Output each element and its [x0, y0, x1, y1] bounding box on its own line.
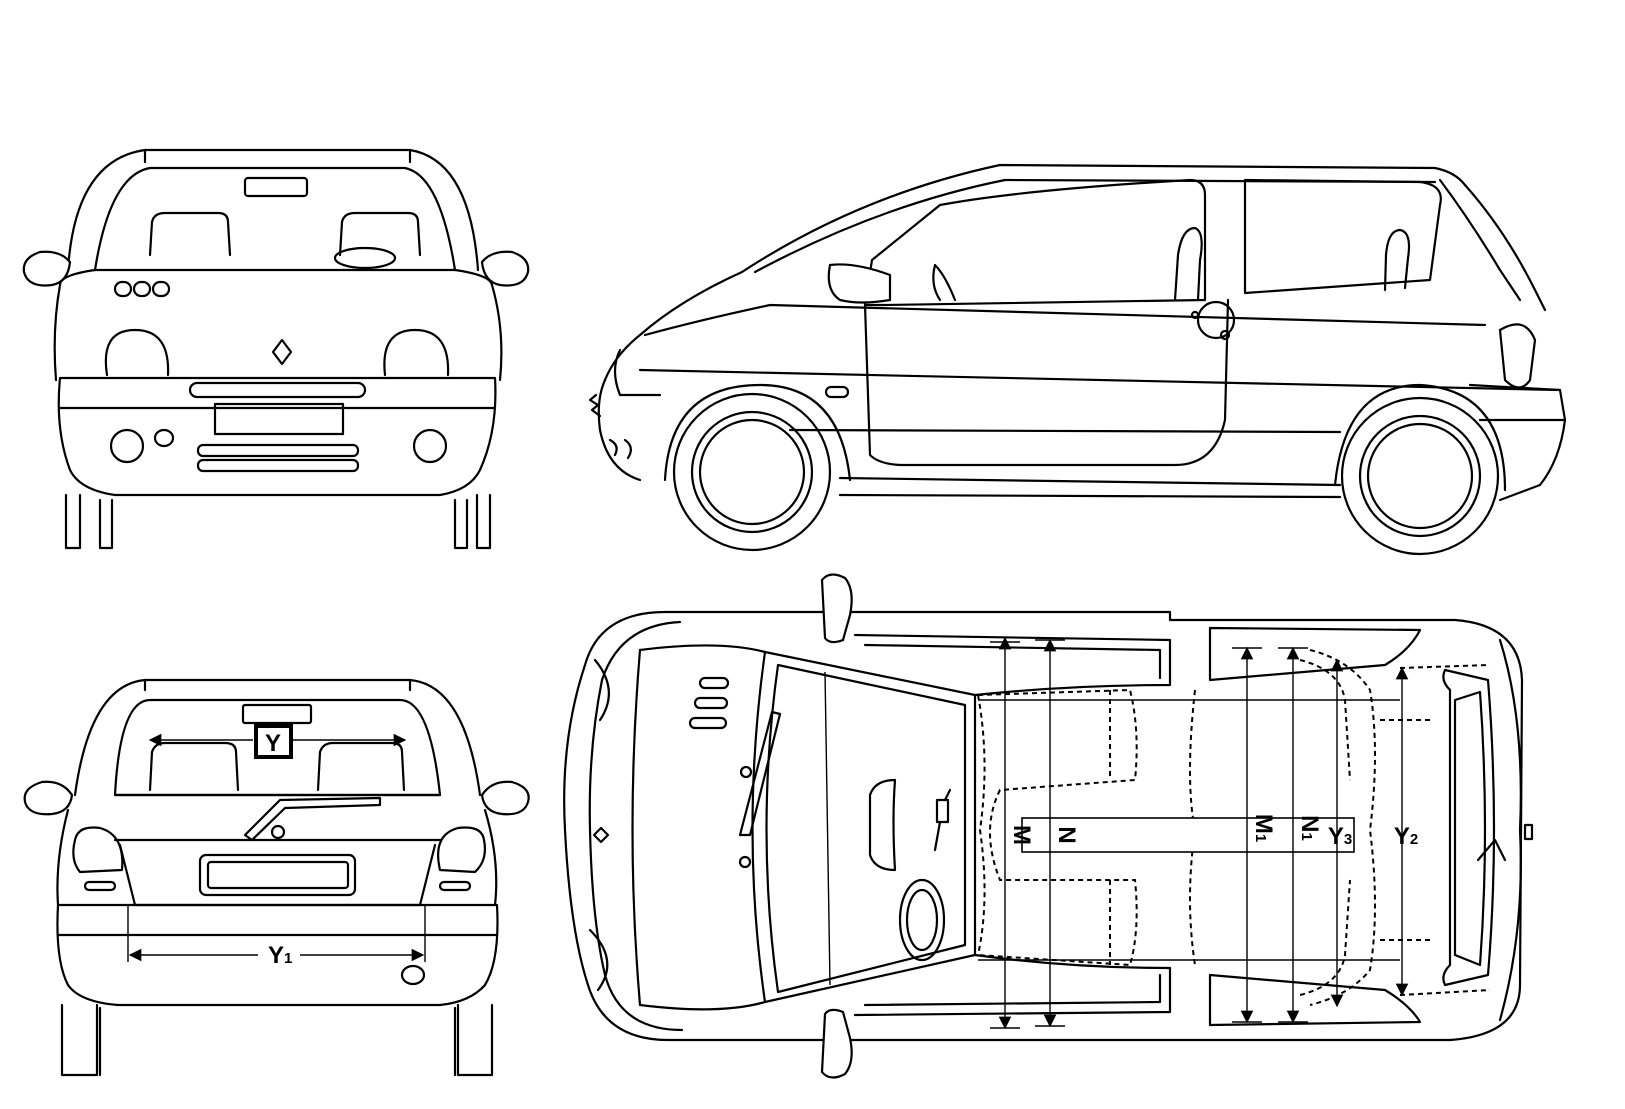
side-view: [588, 163, 1567, 556]
label-m: M: [1008, 825, 1035, 845]
front-view: [22, 148, 530, 550]
label-y3: Y3: [1328, 823, 1352, 850]
label-y2: Y2: [1394, 823, 1418, 850]
label-n: N: [1053, 826, 1080, 843]
label-n1: N1: [1296, 815, 1323, 841]
label-y: Y: [265, 730, 281, 757]
label-m1: M1: [1250, 814, 1277, 842]
top-view: M N M1 N1 Y3 Y2: [563, 573, 1534, 1079]
rear-view: Y Y1: [23, 678, 530, 1077]
label-y1: Y1: [268, 942, 292, 969]
